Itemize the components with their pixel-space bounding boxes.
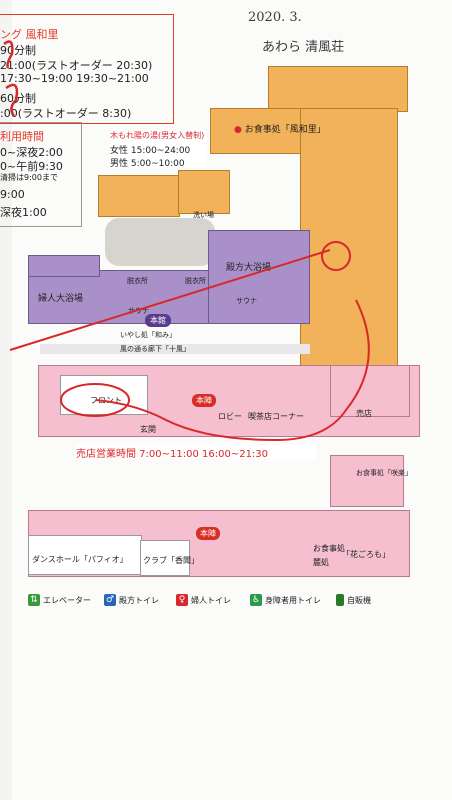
legend-elevator-label: エレベーター	[43, 595, 91, 605]
entrance-label: 玄関	[140, 425, 156, 434]
dining-time-5: :00(ラストオーダー 8:30)	[0, 107, 132, 120]
toilet-area-label: 洗い場	[193, 211, 214, 219]
dining-title: ング 風和里	[0, 28, 59, 41]
garden-area	[105, 218, 215, 266]
komorebi-female: 女性 15:00~24:00	[110, 146, 191, 156]
sauna-right-label: サウナ	[236, 297, 257, 305]
accessible-toilet-icon: ♿	[250, 594, 262, 606]
bath-time-4: 9:00	[0, 188, 25, 201]
men-bath-label: 殿方大浴場	[226, 263, 272, 273]
legend-accessible-toilet-label: 身障者用トイレ	[265, 595, 321, 605]
info-panel: ング 風和里 90分制 21:00(ラストオーダー 20:30) 17:30~1…	[0, 0, 180, 227]
annex-top-block	[268, 66, 408, 112]
men-toilet-icon: ♂	[104, 594, 116, 606]
wind-corridor-label: 風の通る廊下「十風」	[120, 345, 190, 353]
bath-time-1: 0~深夜2:00	[0, 146, 63, 159]
dining-time-1: 90分制	[0, 44, 36, 57]
club-room	[140, 540, 190, 576]
sauna-left-label: サウナ	[128, 307, 149, 315]
map-legend: ⇅ エレベーター ♂ 殿方トイレ ♀ 婦人トイレ ♿ 身障者用トイレ 自販機	[28, 590, 388, 615]
komorebi-title: 木もれ陽の湯(男女入替制)	[110, 131, 205, 140]
handwritten-date: 2020. 3.	[248, 10, 302, 25]
shop-label: 売店	[356, 409, 372, 418]
dining-time-3: 17:30~19:00 19:30~21:00	[0, 72, 149, 85]
annex-tag-red: 本陣	[192, 394, 216, 407]
restaurant-fuwari-label: ● お食事処「風和里」	[234, 125, 326, 135]
lobby-label: ロビー	[218, 412, 242, 421]
legend-accessible-toilet: ♿ 身障者用トイレ	[250, 594, 321, 606]
legend-vending-label: 自販機	[347, 595, 371, 605]
legend-vending: 自販機	[336, 594, 371, 606]
tea-corner-label: 喫茶店コーナー	[248, 412, 304, 421]
bath-time-3: 清掃は9:00まで	[0, 173, 58, 182]
restaurant-sakura-label: お食事処「咲楽」	[356, 469, 412, 477]
legend-elevator: ⇅ エレベーター	[28, 594, 91, 606]
dining-time-2: 21:00(ラストオーダー 20:30)	[0, 59, 153, 72]
dining-time-4: 60分制	[0, 92, 36, 105]
wind-corridor	[40, 344, 310, 354]
dance-hall-label: ダンスホール「パフィオ」	[32, 555, 128, 564]
bath-title: 利用時間	[0, 130, 44, 143]
women-toilet-icon: ♀	[176, 594, 188, 606]
main-bldg-tag-purple: 本館	[145, 314, 171, 327]
shop-hours-bar: 売店営業時間 7:00~11:00 16:00~21:30	[76, 445, 316, 460]
bath-time-5: 深夜1:00	[0, 206, 47, 219]
legend-men-toilet: ♂ 殿方トイレ	[104, 594, 159, 606]
shop-block	[330, 365, 410, 417]
handwritten-hotel-name: あわら 清風荘	[262, 40, 345, 55]
restaurant-sakura-area	[330, 455, 404, 507]
orange-rooms-left	[98, 175, 180, 217]
bath-hours-box	[0, 122, 82, 227]
dressing-left-label: 脱衣所	[127, 277, 148, 285]
front-circle	[60, 383, 130, 417]
route-line-diagonal	[9, 249, 331, 351]
annex-tag-lower: 本陣	[196, 527, 220, 540]
dining-hours-box	[0, 14, 174, 124]
bath-time-2: 0~午前9:30	[0, 160, 63, 173]
vending-machine-icon	[336, 594, 344, 606]
legend-women-toilet: ♀ 婦人トイレ	[176, 594, 231, 606]
elevator-circle	[321, 241, 351, 271]
iyashi-label: いやし処「和み」	[120, 331, 176, 339]
handwritten-circle-1	[3, 40, 14, 69]
dressing-right-label: 脱衣所	[185, 277, 206, 285]
dance-hall-room	[28, 535, 142, 575]
women-bath-top	[28, 255, 100, 277]
hanagoromo-label: 「花ごろも」	[342, 550, 390, 559]
komorebi-male: 男性 5:00~10:00	[110, 159, 185, 169]
restaurant-lower-label: お食事処	[313, 544, 345, 553]
women-bath-label: 婦人大浴場	[38, 294, 84, 304]
front-area	[60, 375, 148, 415]
orange-rooms-center	[178, 170, 230, 214]
shop-hours-text: 売店営業時間 7:00~11:00 16:00~21:30	[76, 449, 269, 460]
handwritten-circle-2	[5, 83, 19, 117]
legend-men-toilet-label: 殿方トイレ	[119, 595, 159, 605]
legend-women-toilet-label: 婦人トイレ	[191, 595, 231, 605]
route-curve	[95, 299, 370, 442]
elevator-icon: ⇅	[28, 594, 40, 606]
men-bath-block	[208, 230, 310, 324]
club-label: クラブ「香聞」	[143, 556, 199, 565]
moremore-label: 麓処	[313, 558, 329, 567]
komorebi-box: 木もれ陽の湯(男女入替制) 女性 15:00~24:00 男性 5:00~10:…	[110, 130, 206, 169]
